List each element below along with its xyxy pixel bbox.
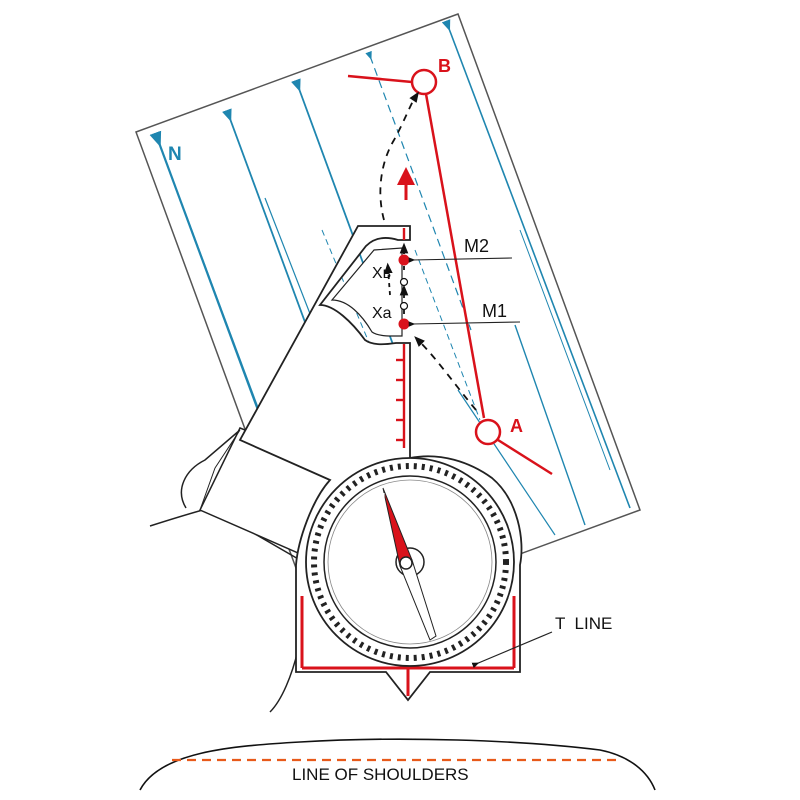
north-label: N — [168, 144, 182, 165]
m2-dot — [398, 254, 410, 266]
xb-label: Xʙ — [372, 265, 391, 282]
markers — [398, 254, 521, 330]
ruler-edge — [396, 228, 406, 448]
compass-capsule: N — [305, 457, 515, 667]
shoulders-label: LINE OF SHOULDERS — [292, 765, 469, 784]
m1-label: M1 — [482, 301, 507, 321]
xa-label: Xa — [372, 305, 392, 322]
route-a-b — [347, 68, 553, 476]
t-line-pointer — [471, 631, 553, 669]
shoulders — [139, 738, 656, 791]
xa-dot — [399, 301, 409, 311]
m1-dot — [398, 318, 410, 330]
point-a-label: A — [510, 416, 523, 436]
needle-n-label: N — [378, 492, 385, 503]
point-b-circle — [410, 68, 438, 96]
point-b-label: B — [438, 56, 451, 76]
needle-pivot — [399, 556, 413, 570]
t-line-label: T LINE — [555, 614, 612, 633]
point-a-circle — [474, 418, 502, 446]
xb-dot — [399, 277, 409, 287]
m2-label: M2 — [464, 236, 489, 256]
